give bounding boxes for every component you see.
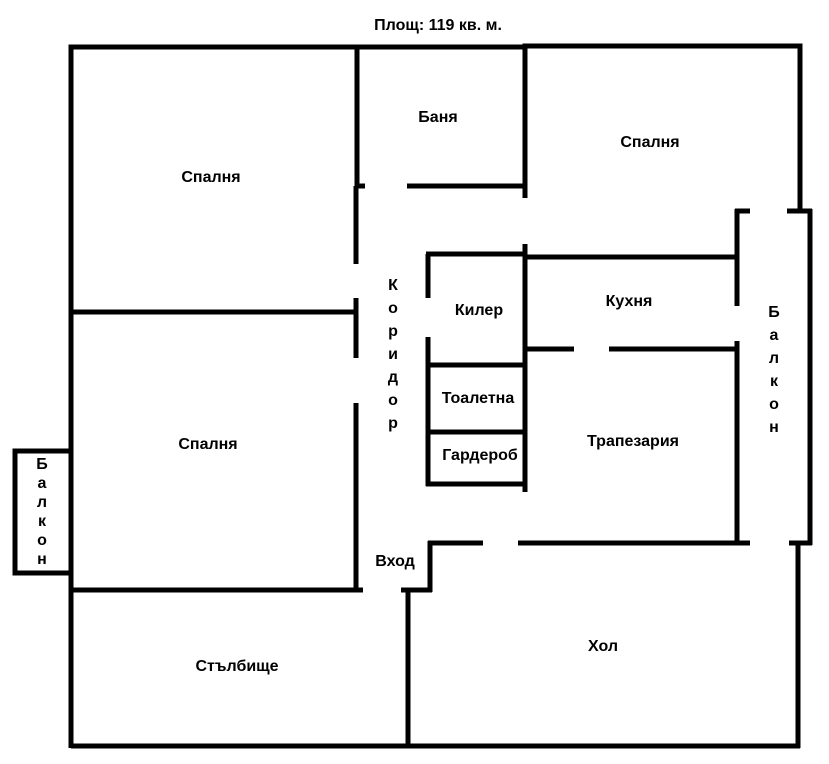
- walls: [12, 43, 813, 749]
- room-label-bedroom-top-left: Спалня: [181, 169, 240, 186]
- room-label-dining: Трапезария: [587, 433, 679, 450]
- room-label-bathroom: Баня: [418, 109, 457, 126]
- room-label-bedroom-top-right: Спалня: [620, 134, 679, 151]
- room-label-pantry: Килер: [455, 302, 503, 319]
- room-label-bedroom-mid-left: Спалня: [178, 436, 237, 453]
- room-label-toilet: Тоалетна: [442, 390, 515, 407]
- room-label-living-room: Хол: [588, 638, 618, 655]
- room-label-kitchen: Кухня: [606, 293, 653, 310]
- room-label-entrance: Вход: [375, 553, 415, 570]
- room-label-wardrobe: Гардероб: [442, 447, 518, 464]
- area-title: Площ: 119 кв. м.: [374, 17, 502, 34]
- room-label-stairwell: Стълбище: [195, 658, 278, 675]
